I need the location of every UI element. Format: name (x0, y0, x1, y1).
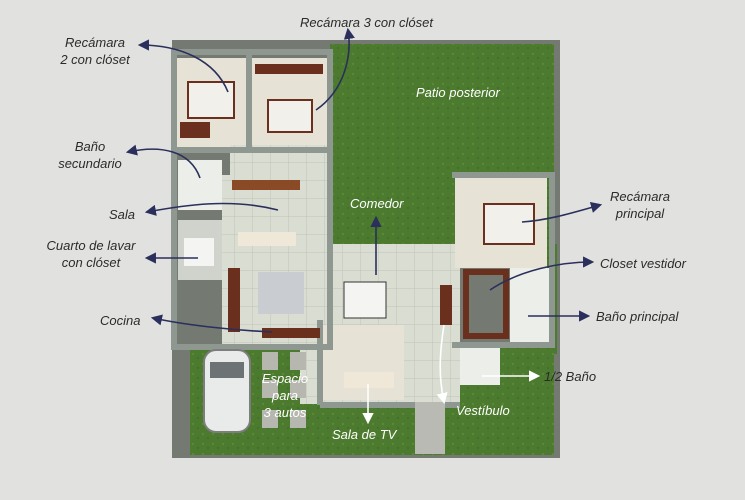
outer-wall-west (171, 49, 333, 350)
car-windshield (210, 362, 244, 378)
label-bedroom-2: Recámara 2 con clóset (60, 35, 130, 67)
label-parking: Espacio para 3 autos (261, 371, 309, 420)
label-living-room: Sala (109, 207, 136, 222)
washer-dryer (184, 238, 214, 266)
living-shelf (232, 180, 300, 190)
arrow-bedroom-2 (137, 39, 229, 93)
closet-bedroom-2 (180, 122, 210, 138)
arrow-kitchen (150, 314, 273, 333)
label-master-bath: Baño principal (596, 309, 679, 324)
entrance-walkway (415, 402, 445, 454)
label-laundry: Cuarto de lavar con clóset (46, 238, 136, 270)
label-back-patio: Patio posterior (416, 85, 500, 100)
annotation-arrows-white (362, 324, 541, 425)
label-walk-in-closet: Closet vestidor (600, 256, 686, 271)
central-floor (300, 160, 330, 260)
closet-bedroom-3 (255, 64, 323, 74)
label-tv-room: Sala de TV (332, 427, 397, 442)
sideboard (440, 285, 452, 325)
half-bath-floor (460, 345, 500, 385)
kitchen-island (258, 272, 304, 314)
label-master-bedroom: Recámara principal (610, 189, 670, 221)
tv-room-floor (322, 325, 404, 400)
arrow-bedroom-3 (315, 27, 355, 111)
arrow-walk-in-closet (489, 256, 595, 291)
arrow-master-bedroom (521, 202, 603, 223)
label-bedroom-3: Recámara 3 con clóset (300, 15, 433, 30)
stepping-stone (262, 410, 278, 428)
stepping-stone (290, 380, 306, 398)
bed-bedroom-3 (267, 99, 313, 133)
label-entrance: Vestíbulo (456, 403, 510, 418)
label-half-bath: 1/2 Baño (544, 369, 597, 384)
arrow-secondary-bath (125, 144, 201, 179)
label-kitchen: Cocina (100, 313, 141, 328)
furniture (180, 64, 535, 388)
stepping-stone (290, 410, 306, 428)
sofa-living (238, 232, 296, 246)
wall-master-wing (452, 172, 555, 348)
bed-master (483, 203, 535, 245)
stepping-stone (262, 352, 278, 370)
bed-bedroom-2 (187, 81, 235, 119)
arrow-entrance (436, 324, 448, 405)
stepping-stone (262, 380, 278, 398)
stepping-stone (290, 352, 306, 370)
dining-table (343, 281, 387, 319)
annotation-arrows (125, 27, 603, 333)
walk-in-closet-shelves (463, 269, 509, 339)
kitchen-counter-south (262, 328, 320, 338)
driveway (203, 349, 445, 454)
label-secondary-bath: Baño secundario (58, 139, 122, 171)
secondary-bath-floor (178, 160, 222, 210)
arrow-living-room (144, 202, 279, 216)
label-dining-room: Comedor (350, 196, 404, 211)
kitchen-counter (228, 268, 240, 332)
master-bath-floor (510, 268, 550, 343)
sofa-tv-room (344, 372, 394, 388)
